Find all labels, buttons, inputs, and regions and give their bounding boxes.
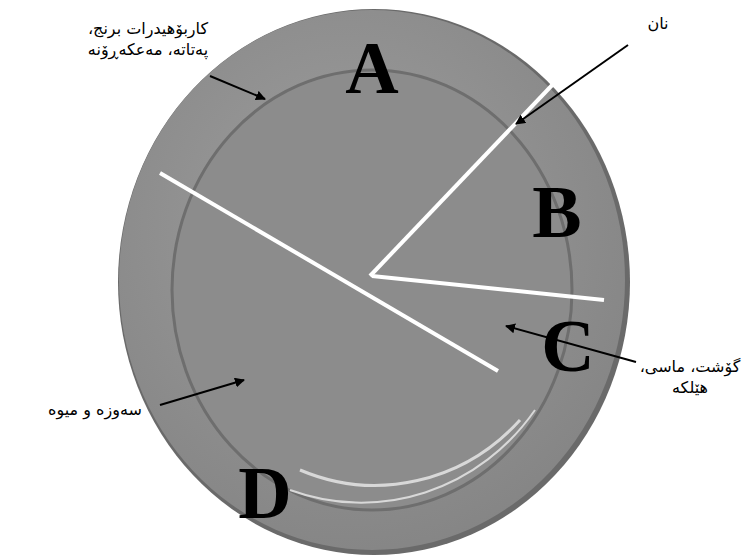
food-label: گۆشت، ماسی، هێلکە [638, 357, 742, 399]
food-label: کاربۆهیدرات برنج، پەتاتە، مەعکەڕۆنە [83, 19, 213, 61]
section-divider [160, 173, 498, 371]
plate-rim [119, 10, 625, 550]
food-label: سەوزە و میوە [35, 400, 155, 421]
food-label: نان [623, 14, 693, 35]
section-letter: C [541, 309, 594, 383]
section-letter: A [345, 31, 398, 105]
section-letter: B [532, 175, 581, 249]
plate-shine [290, 410, 535, 503]
leader-arrow [210, 76, 265, 99]
leader-arrow [160, 380, 244, 405]
plate-shadow [118, 9, 630, 555]
plate-shine [300, 420, 520, 485]
section-divider [372, 276, 604, 300]
section-letter: D [238, 456, 291, 530]
leader-arrow [516, 45, 628, 124]
section-divider [370, 80, 557, 276]
